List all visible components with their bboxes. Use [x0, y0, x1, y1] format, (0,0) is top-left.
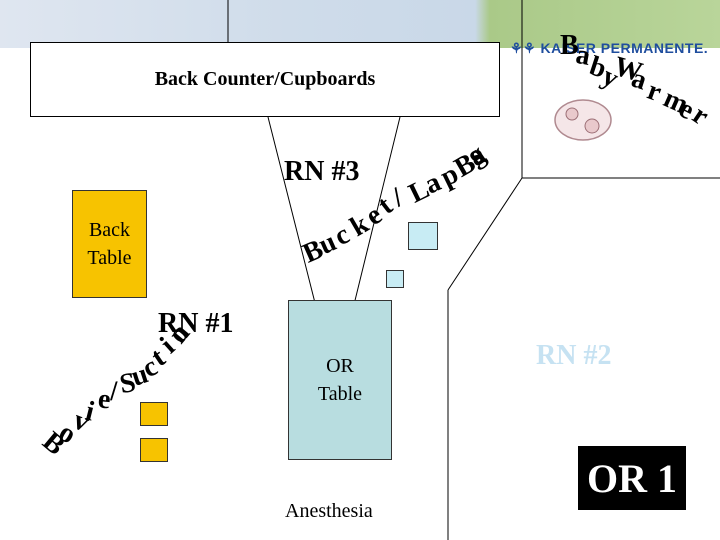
- back-table: Back Table: [72, 190, 147, 298]
- suction-unit: [140, 438, 168, 462]
- counter-label: Back Counter/Cupboards: [154, 68, 376, 90]
- lap-bag-square-small: [386, 270, 404, 288]
- bovie-unit: [140, 402, 168, 426]
- logo-text: KAISER PERMANENTE.: [540, 40, 709, 56]
- back-table-label-line1: Back: [88, 219, 131, 241]
- or-table: OR Table: [288, 300, 392, 460]
- lap-bag-square-large: [408, 222, 438, 250]
- header-band: [0, 0, 720, 48]
- or-table-label-line2: Table: [317, 383, 363, 405]
- rn3-label: RN #3: [284, 156, 360, 187]
- back-table-label-line2: Table: [87, 247, 132, 269]
- or-table-label-line1: OR: [326, 355, 354, 377]
- or1-label: OR 1: [578, 446, 686, 510]
- back-counter-cupboards: Back Counter/Cupboards: [30, 42, 500, 117]
- kaiser-permanente-logo: ⚘⚘ KAISER PERMANENTE.: [510, 40, 708, 57]
- logo-figures-icon: ⚘⚘: [510, 40, 541, 56]
- baby-warmer-icon: [554, 99, 612, 141]
- anesthesia-label: Anesthesia: [285, 500, 373, 522]
- rn1-label: RN #1: [158, 308, 234, 339]
- rn2-label: RN #2: [536, 340, 612, 371]
